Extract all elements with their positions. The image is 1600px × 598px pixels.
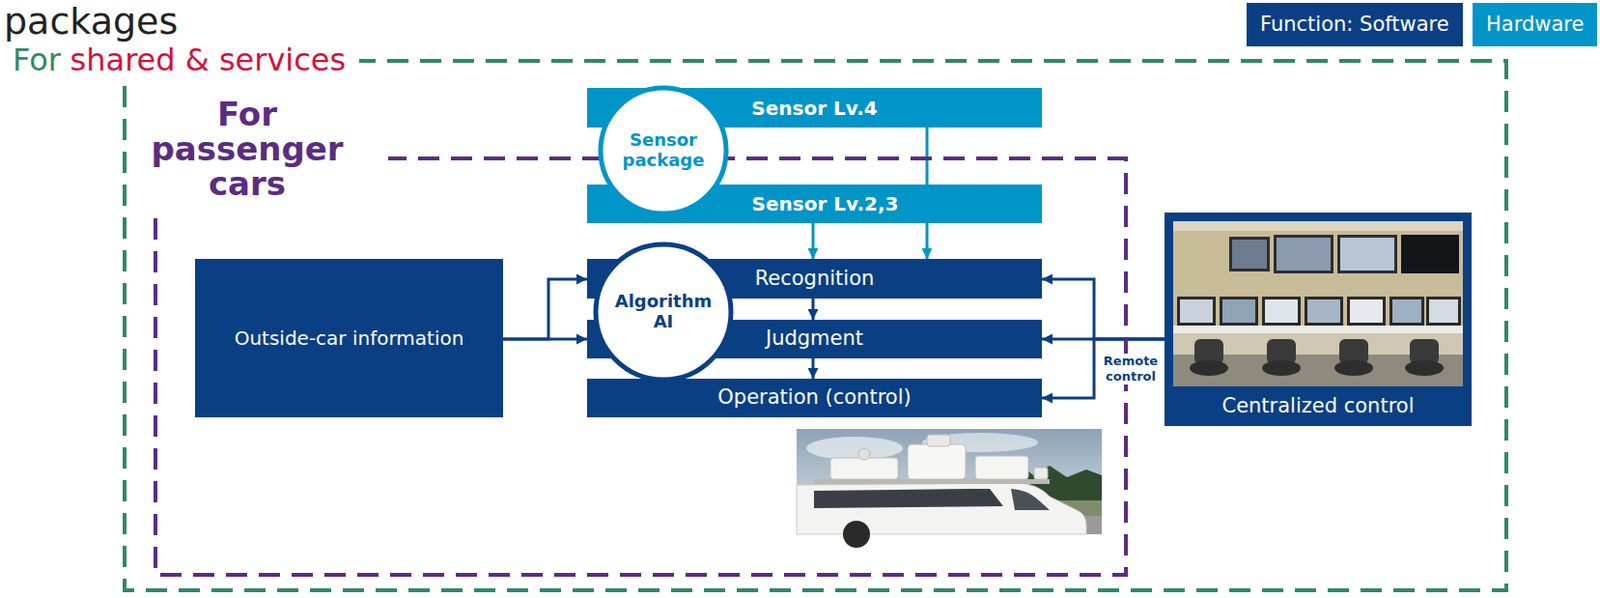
control-center-box: Centralized control bbox=[1164, 212, 1472, 426]
connector-arrow bbox=[812, 223, 815, 259]
edge-label: Remote control bbox=[1096, 353, 1165, 385]
photo-caption: Centralized control bbox=[1164, 386, 1472, 426]
band-label: Judgment bbox=[765, 326, 864, 351]
sensor-package-circle: Sensor package bbox=[597, 84, 730, 217]
band-label: Recognition bbox=[755, 266, 875, 291]
band-label: Outside-car information bbox=[234, 326, 465, 350]
band-label: Sensor Lv.4 bbox=[751, 96, 877, 120]
control-room-photo bbox=[1173, 221, 1463, 387]
region-heading-patch: For passenger cars bbox=[144, 96, 389, 209]
circle-label: Sensor package bbox=[610, 130, 717, 170]
dashed-border bbox=[124, 60, 1507, 590]
legend-text: Function: Software bbox=[1260, 12, 1450, 36]
circle-shape bbox=[595, 244, 731, 380]
connector-arrow bbox=[503, 337, 588, 341]
info-box: Outside-car information bbox=[195, 258, 504, 418]
region-heading-patch: Forshared & services bbox=[12, 42, 360, 78]
legend-swatch: Function: Software bbox=[1246, 2, 1463, 47]
connector-arrow bbox=[1041, 338, 1165, 398]
band-label: Operation (control) bbox=[717, 385, 911, 410]
service-region: Forshared & servicesFor passenger carsSe… bbox=[122, 58, 1509, 592]
dashed-border bbox=[155, 158, 1126, 575]
region-heading: For passenger cars bbox=[150, 94, 343, 203]
connector-arrow bbox=[812, 358, 815, 379]
connector-arrow bbox=[503, 279, 588, 339]
passenger-car-region: For passenger carsSensor Lv.2,3Outside-c… bbox=[153, 156, 1128, 577]
region-heading: shared & services bbox=[70, 41, 347, 79]
process-band: Operation (control) bbox=[587, 378, 1042, 418]
page-title: packages bbox=[3, 0, 178, 43]
legend-swatch: Hardware bbox=[1472, 2, 1598, 47]
band-label: Sensor Lv.2,3 bbox=[752, 192, 899, 216]
region-heading: For bbox=[12, 41, 61, 79]
connector-arrow bbox=[1041, 279, 1165, 339]
connector-arrow bbox=[812, 298, 815, 320]
test-vehicle-photo bbox=[796, 428, 1102, 548]
legend-text: Hardware bbox=[1486, 12, 1584, 36]
algorithm-circle: Algorithm AI bbox=[592, 241, 734, 383]
circle-label: Algorithm AI bbox=[606, 291, 721, 332]
circle-shape bbox=[600, 87, 727, 214]
